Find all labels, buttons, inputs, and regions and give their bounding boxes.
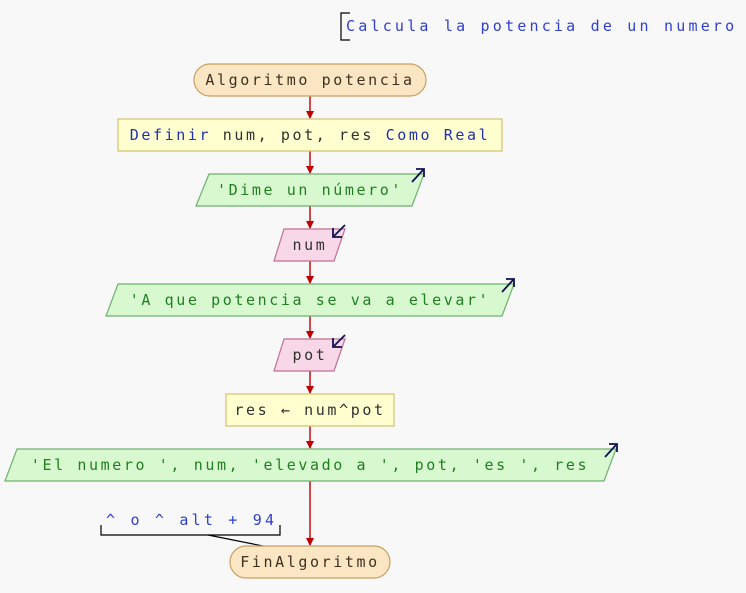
input-arrow-icon <box>332 224 346 238</box>
header-comment: Calcula la potencia de un numero <box>340 12 737 41</box>
output-arrow-icon <box>411 168 425 183</box>
define-as-keyword: Como <box>386 126 433 144</box>
output-node-3-label: 'El numero ', num, 'elevado a ', pot, 'e… <box>31 456 589 474</box>
caret-comment-text: ^ o ^ alt + 94 <box>106 511 277 529</box>
output-arrow-icon <box>501 278 515 293</box>
define-variables: num, pot, res <box>223 126 374 144</box>
start-terminal-label: Algoritmo potencia <box>205 71 414 89</box>
header-comment-text: Calcula la potencia de un numero <box>346 17 737 35</box>
define-keyword: Definir <box>130 126 211 144</box>
end-terminal-label: FinAlgoritmo <box>240 553 380 571</box>
assign-process-label: res ← num^pot <box>234 401 385 419</box>
define-process[interactable]: Definir num, pot, res Como Real <box>117 118 503 152</box>
output-node-1-label: 'Dime un número' <box>217 181 403 199</box>
output-arrow-icon <box>604 443 618 458</box>
define-process-label: Definir num, pot, res Como Real <box>130 126 491 144</box>
input-node-1[interactable]: num <box>273 224 346 262</box>
output-node-2[interactable]: 'A que potencia se va a elevar' <box>105 278 515 317</box>
caret-comment: ^ o ^ alt + 94 <box>100 511 281 548</box>
input-node-2-label: pot <box>293 346 328 364</box>
input-arrow-icon <box>332 334 346 348</box>
define-type: Real <box>444 126 491 144</box>
start-terminal[interactable]: Algoritmo potencia <box>193 63 427 97</box>
output-node-2-label: 'A que potencia se va a elevar' <box>130 291 491 309</box>
output-node-3[interactable]: 'El numero ', num, 'elevado a ', pot, 'e… <box>4 443 618 482</box>
output-node-1[interactable]: 'Dime un número' <box>195 168 425 207</box>
end-terminal[interactable]: FinAlgoritmo <box>229 545 391 579</box>
input-node-2[interactable]: pot <box>273 334 346 372</box>
assign-process[interactable]: res ← num^pot <box>225 393 395 427</box>
input-node-1-label: num <box>293 236 328 254</box>
